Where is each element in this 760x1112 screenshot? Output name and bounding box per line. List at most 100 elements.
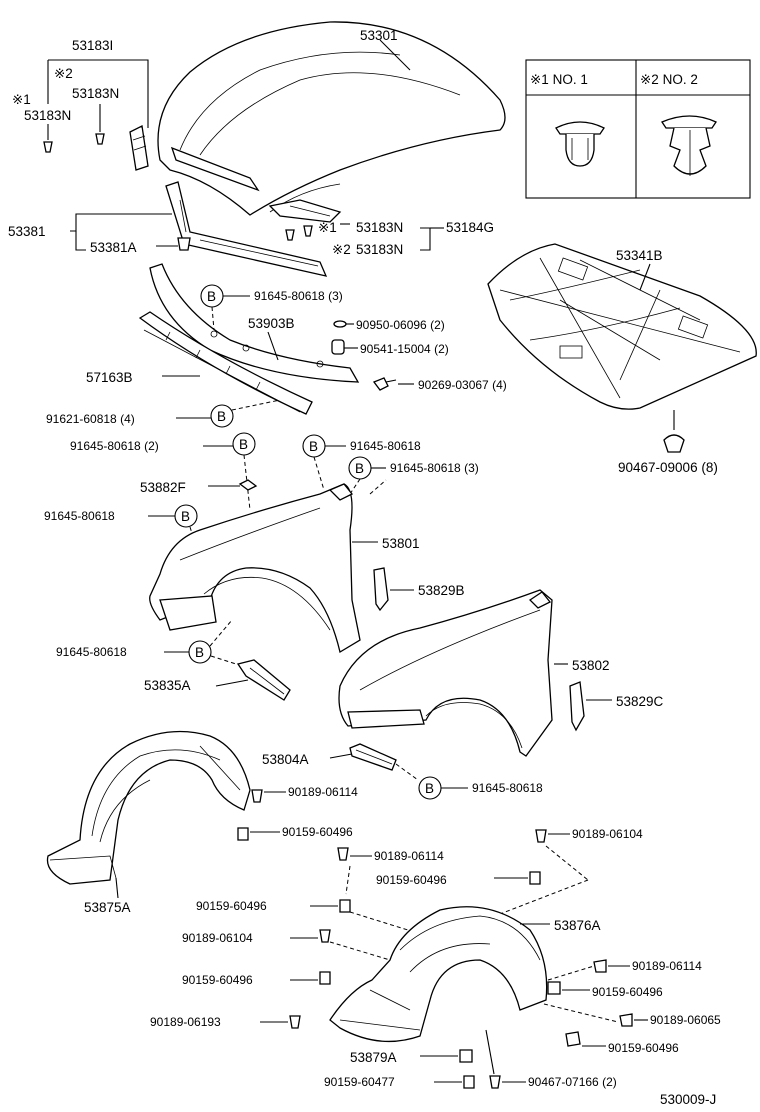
svg-text:B: B xyxy=(207,289,216,304)
label-53183N-c: 53183N xyxy=(356,220,403,235)
part-90541-15004 xyxy=(331,339,345,355)
nut-90159-60496-d xyxy=(319,971,331,985)
fender-53802 xyxy=(338,589,553,757)
part-90950-06096 xyxy=(333,320,347,328)
label-53183I: 53183I xyxy=(72,38,113,53)
label-53879A: 53879A xyxy=(350,1050,397,1065)
mark-1-a: ※1 xyxy=(12,92,31,107)
label-53829B: 53829B xyxy=(418,583,465,598)
label-53876A: 53876A xyxy=(554,918,601,933)
callout-b-1: B xyxy=(200,284,224,308)
label-57163B: 57163B xyxy=(86,370,133,385)
clip-icon-c xyxy=(285,229,295,241)
support-53903B xyxy=(149,263,360,383)
bracket-53829C xyxy=(569,681,585,732)
label-90189-06104-a: 90189-06104 xyxy=(572,827,643,841)
label-90189-06104-b: 90189-06104 xyxy=(182,931,253,945)
diagram-reference-code: 530009-J xyxy=(660,1092,716,1107)
label-90159-60496-e: 90159-60496 xyxy=(592,985,663,999)
callout-b-8: B xyxy=(418,776,442,800)
label-90159-60496-c: 90159-60496 xyxy=(196,899,267,913)
clip-icon-b xyxy=(95,133,105,145)
clip-53882F xyxy=(238,479,258,491)
callout-b-2: B xyxy=(210,404,234,428)
label-90269-03067: 90269-03067 (4) xyxy=(418,378,507,392)
label-53804A: 53804A xyxy=(262,752,309,767)
label-90189-06193: 90189-06193 xyxy=(150,1015,221,1029)
hood-53301 xyxy=(157,21,506,216)
label-90950-06096: 90950-06096 (2) xyxy=(356,318,445,332)
label-90159-60496-f: 90159-60496 xyxy=(608,1041,679,1055)
svg-text:B: B xyxy=(425,781,434,796)
bolt-90189-06193 xyxy=(289,1015,301,1029)
svg-text:B: B xyxy=(355,461,364,476)
label-90189-06114-b: 90189-06114 xyxy=(374,849,444,863)
label-91621-60818: 91621-60818 (4) xyxy=(46,412,135,426)
svg-text:B: B xyxy=(195,645,204,660)
clip-no1-icon xyxy=(555,121,605,167)
label-90159-60496-d: 90159-60496 xyxy=(182,973,253,987)
label-90159-60496-b: 90159-60496 xyxy=(376,873,447,887)
insulator-clip-icon xyxy=(663,434,685,453)
svg-text:B: B xyxy=(239,437,248,452)
clip-icon-a xyxy=(43,141,53,153)
bolt-90189-06114-a xyxy=(251,789,263,803)
mark-2-a: ※2 xyxy=(54,66,73,81)
bolt-90189-06065 xyxy=(619,1013,633,1027)
label-53903B: 53903B xyxy=(248,316,295,331)
nut-90159-60496-e xyxy=(547,981,561,995)
hood-pad-53184G xyxy=(268,199,342,223)
nut-90159-60496-c xyxy=(339,899,351,913)
label-91645-80618-2: 91645-80618 (2) xyxy=(70,439,159,453)
fender-53801 xyxy=(149,483,361,654)
liner-53876A xyxy=(329,906,548,1043)
label-90467-09006: 90467-09006 (8) xyxy=(618,460,718,475)
label-90467-07166: 90467-07166 (2) xyxy=(528,1075,617,1089)
nut-90159-60496-b xyxy=(529,871,541,885)
bolt-90189-06114-b xyxy=(337,847,349,861)
clip-legend-box: ※1 NO. 1 ※2 NO. 2 xyxy=(525,59,751,199)
hood-bumper-53183I xyxy=(129,125,149,171)
callout-b-5: B xyxy=(348,456,372,480)
bracket-53804A xyxy=(349,743,397,771)
bolt-90189-06104-b xyxy=(319,929,331,943)
nut-90159-60496-a xyxy=(237,827,249,841)
mark-2-b: ※2 xyxy=(332,242,351,257)
label-53802: 53802 xyxy=(572,658,610,673)
label-53381: 53381 xyxy=(8,224,46,239)
clip-no2-icon xyxy=(661,115,717,176)
svg-text:B: B xyxy=(181,509,190,524)
label-90189-06114-a: 90189-06114 xyxy=(288,785,358,799)
bolt-90189-06104-a xyxy=(535,829,547,843)
label-90159-60477: 90159-60477 xyxy=(324,1075,395,1089)
liner-53875A xyxy=(46,730,251,885)
label-53183N-b: 53183N xyxy=(24,108,71,123)
label-53882F: 53882F xyxy=(140,480,186,495)
label-91645-80618-c: 91645-80618 xyxy=(56,645,127,659)
nut-90159-60477 xyxy=(463,1075,475,1089)
nut-53879A xyxy=(459,1049,473,1063)
bolt-90189-06114-c xyxy=(593,959,607,973)
legend-clip-no1: ※1 NO. 1 xyxy=(530,72,588,87)
label-53801: 53801 xyxy=(382,536,420,551)
svg-text:B: B xyxy=(309,439,318,454)
support-57163B xyxy=(138,311,313,415)
bolt-90269-03067 xyxy=(372,377,397,391)
label-91645-80618-a: 91645-80618 xyxy=(350,439,421,453)
label-91645-80618-d: 91645-80618 xyxy=(472,781,543,795)
callout-b-6: B xyxy=(174,504,198,528)
label-90189-06114-c: 90189-06114 xyxy=(632,959,702,973)
mark-1-b: ※1 xyxy=(318,220,337,235)
label-91645-80618-3-a: 91645-80618 (3) xyxy=(254,289,343,303)
label-53301: 53301 xyxy=(360,28,398,43)
label-53184G: 53184G xyxy=(446,220,494,235)
legend-clip-no2: ※2 NO. 2 xyxy=(640,72,698,87)
clip-icon-d xyxy=(303,225,313,237)
label-53183N-a: 53183N xyxy=(72,86,119,101)
label-90189-06065: 90189-06065 xyxy=(650,1013,721,1027)
label-90541-15004: 90541-15004 (2) xyxy=(360,342,449,356)
callout-b-3: B xyxy=(232,432,256,456)
label-53829C: 53829C xyxy=(616,694,664,709)
label-53183N-d: 53183N xyxy=(356,242,403,257)
